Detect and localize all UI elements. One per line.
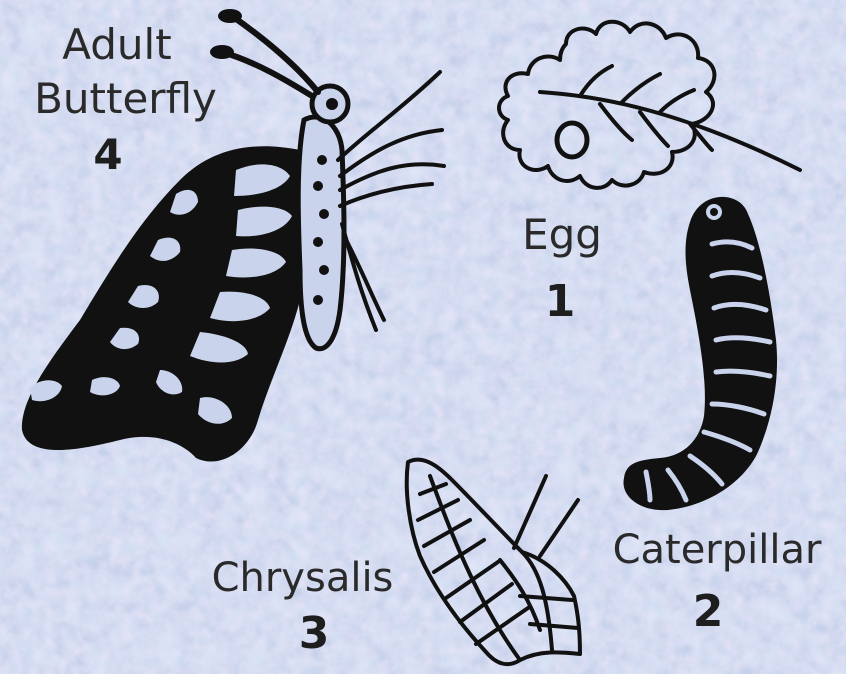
chrysalis-illustration xyxy=(407,460,580,665)
twig-line-2 xyxy=(540,500,578,556)
egg-label: Egg xyxy=(512,214,612,256)
chrysalis-label: Chrysalis xyxy=(200,558,405,598)
adult-label-line1: Adult xyxy=(62,24,172,66)
butterfly-body xyxy=(298,117,344,349)
chrysalis-stage-number: 3 xyxy=(294,612,334,656)
adult-stage-number: 4 xyxy=(88,134,128,176)
caterpillar-stage-number: 2 xyxy=(688,590,728,634)
caterpillar-label: Caterpillar xyxy=(597,530,837,570)
caterpillar-illustration xyxy=(623,197,777,510)
butterfly-antennae xyxy=(222,16,318,96)
butterfly-legs xyxy=(338,72,444,330)
oak-leaf-outline xyxy=(499,22,714,188)
leaf-with-egg-illustration xyxy=(499,22,800,188)
twig-line-1 xyxy=(514,476,546,548)
adult-label-line2: Butterfly xyxy=(28,78,223,120)
egg-stage-number: 1 xyxy=(540,280,580,324)
egg-shape xyxy=(557,123,587,157)
